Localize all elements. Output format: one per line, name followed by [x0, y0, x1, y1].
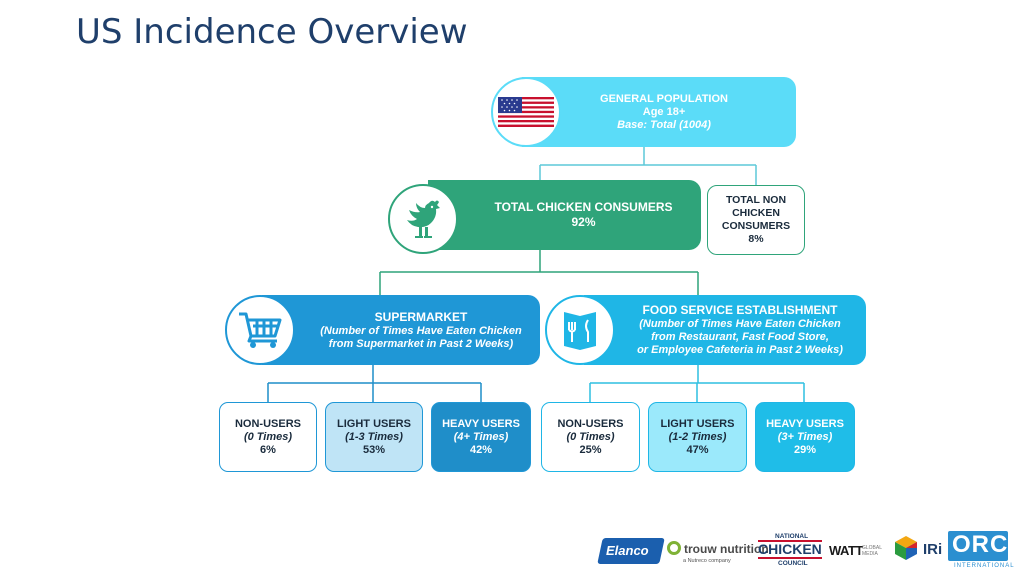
- total-non-consumers-box: TOTAL NON CHICKEN CONSUMERS 8%: [707, 185, 805, 255]
- iri-logo-text: IRi: [923, 541, 943, 558]
- total-consumers-label: TOTAL CHICKEN CONSUMERS: [494, 200, 673, 214]
- total-consumers-box: TOTAL CHICKEN CONSUMERS 92%: [428, 180, 701, 250]
- segment-range: (4+ Times): [453, 430, 509, 443]
- general-age-label: Age 18+: [642, 105, 686, 118]
- segment-range: (1-2 Times): [668, 430, 727, 443]
- supermarket-title: SUPERMARKET: [374, 309, 468, 324]
- shopping-cart-icon: [225, 295, 295, 365]
- non-consumers-pct: 8%: [748, 233, 764, 245]
- supermarket-non-users-box: NON-USERS (0 Times) 6%: [219, 402, 317, 472]
- food-service-sub1: (Number of Times Have Eaten Chicken: [639, 318, 841, 330]
- orc-logo: [948, 531, 1008, 561]
- menu-utensils-icon: [545, 295, 615, 365]
- foodservice-heavy-users-box: HEAVY USERS (3+ Times) 29%: [755, 402, 855, 472]
- food-service-title: FOOD SERVICE ESTABLISHMENT: [642, 303, 838, 317]
- orc-logo-text: ORC: [952, 531, 1009, 558]
- elanco-logo-text: Elanco: [606, 543, 649, 558]
- total-consumers-pct: 92%: [571, 215, 596, 229]
- segment-label: LIGHT USERS: [660, 417, 735, 430]
- segment-pct: 42%: [469, 443, 493, 456]
- supermarket-sub2: from Supermarket in Past 2 Weeks): [328, 337, 514, 350]
- cube-logo-icon: [894, 535, 918, 566]
- segment-pct: 47%: [686, 443, 709, 456]
- supermarket-box: SUPERMARKET (Number of Times Have Eaten …: [262, 295, 540, 365]
- segment-range: (0 Times): [566, 430, 615, 443]
- general-base-label: Base: Total (1004): [617, 118, 711, 131]
- segment-label: NON-USERS: [234, 417, 301, 430]
- ncc-logo-bot: COUNCIL: [778, 560, 808, 567]
- ncc-logo-mid: CHICKEN: [758, 540, 822, 559]
- food-service-box: FOOD SERVICE ESTABLISHMENT (Number of Ti…: [584, 295, 866, 365]
- ncc-logo-top: NATIONAL: [775, 533, 809, 540]
- segment-pct: 29%: [793, 443, 817, 456]
- segment-pct: 53%: [362, 443, 386, 456]
- trouw-logo-subtext: a Nutreco company: [683, 558, 731, 564]
- non-consumers-line2: CHICKEN: [732, 207, 780, 219]
- segment-label: HEAVY USERS: [766, 417, 844, 430]
- foodservice-light-users-box: LIGHT USERS (1-2 Times) 47%: [648, 402, 747, 472]
- food-service-sub2: from Restaurant, Fast Food Store,: [651, 331, 829, 343]
- segment-label: NON-USERS: [557, 417, 624, 430]
- segment-pct: 25%: [579, 443, 602, 456]
- segment-label: HEAVY USERS: [442, 417, 520, 430]
- chicken-icon: [388, 184, 458, 254]
- trouw-logo-icon: [667, 541, 681, 555]
- page-title: US Incidence Overview: [76, 12, 468, 52]
- non-consumers-line1: TOTAL NON: [725, 194, 787, 206]
- segment-range: (0 Times): [243, 430, 293, 443]
- general-population-box: GENERAL POPULATION Age 18+ Base: Total (…: [522, 77, 796, 147]
- supermarket-sub1: (Number of Times Have Eaten Chicken: [320, 324, 522, 337]
- general-population-label: GENERAL POPULATION: [600, 92, 728, 105]
- us-flag-icon: [491, 77, 561, 147]
- segment-label: LIGHT USERS: [337, 417, 411, 430]
- watt-logo-text: WATT: [829, 543, 863, 558]
- foodservice-non-users-box: NON-USERS (0 Times) 25%: [541, 402, 640, 472]
- segment-range: (1-3 Times): [345, 430, 403, 443]
- supermarket-light-users-box: LIGHT USERS (1-3 Times) 53%: [325, 402, 423, 472]
- segment-range: (3+ Times): [777, 430, 833, 443]
- non-consumers-line3: CONSUMERS: [721, 220, 791, 232]
- watt-logo-subtext: GLOBAL MEDIA: [862, 545, 882, 557]
- segment-pct: 6%: [260, 443, 276, 456]
- orc-logo-subtext: INTERNATIONAL: [954, 563, 1015, 569]
- food-service-sub3: or Employee Cafeteria in Past 2 Weeks): [637, 344, 843, 356]
- supermarket-heavy-users-box: HEAVY USERS (4+ Times) 42%: [431, 402, 531, 472]
- trouw-logo-text: trouw nutrition: [684, 542, 769, 556]
